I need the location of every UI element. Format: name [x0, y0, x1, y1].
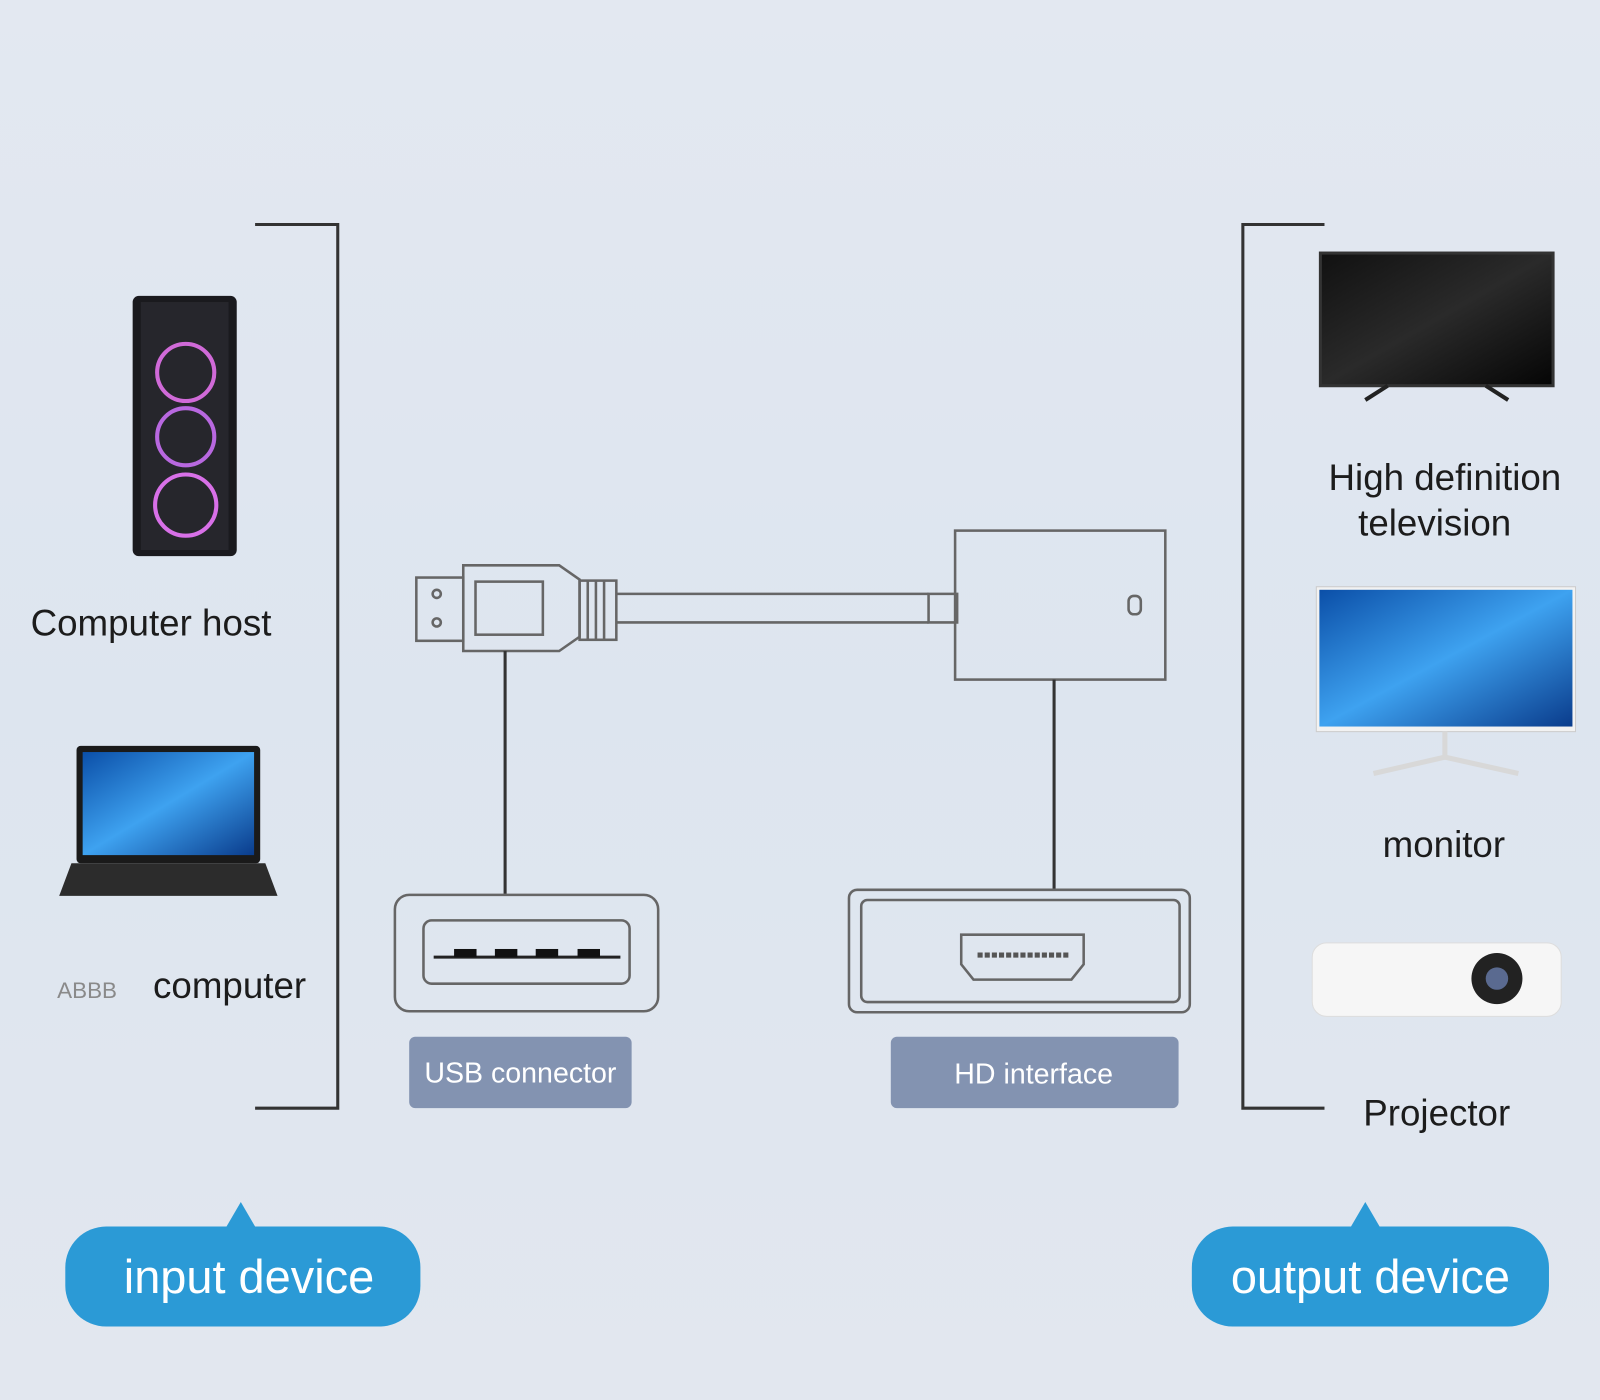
usb-connector-label: USB connector	[424, 1058, 617, 1090]
desktop-tower-icon	[132, 295, 237, 557]
device-label-computer: computer	[153, 965, 306, 1006]
device-label-tv-line2: television	[1358, 503, 1511, 544]
laptop-icon	[59, 745, 278, 896]
hdmi-port-icon	[847, 888, 1192, 1014]
monitor-icon	[1315, 586, 1577, 776]
output-device-label: output device	[1231, 1251, 1510, 1303]
hd-adapter-icon	[927, 529, 1167, 681]
input-bracket	[255, 222, 340, 1110]
hd-interface-tag	[890, 1036, 1179, 1109]
cable	[616, 592, 929, 624]
usb-port-icon	[393, 893, 660, 1013]
output-bracket	[1241, 222, 1325, 1110]
device-label-monitor: monitor	[1383, 824, 1505, 865]
input-device-pill: input device	[65, 1202, 421, 1327]
garbled-prefix: ABBB	[57, 978, 117, 1003]
input-device-label: input device	[124, 1251, 374, 1303]
usb-connector-tag	[409, 1036, 632, 1109]
device-label-computer-host: Computer host	[31, 603, 272, 644]
tv-icon	[1318, 251, 1555, 402]
device-label-tv-line1: High definition	[1329, 457, 1562, 498]
usb-plug-icon	[415, 564, 618, 653]
device-label-projector: Projector	[1363, 1093, 1510, 1134]
projector-icon	[1311, 942, 1562, 1017]
output-device-pill: output device	[1191, 1202, 1549, 1327]
hd-interface-label: HD interface	[954, 1059, 1113, 1091]
